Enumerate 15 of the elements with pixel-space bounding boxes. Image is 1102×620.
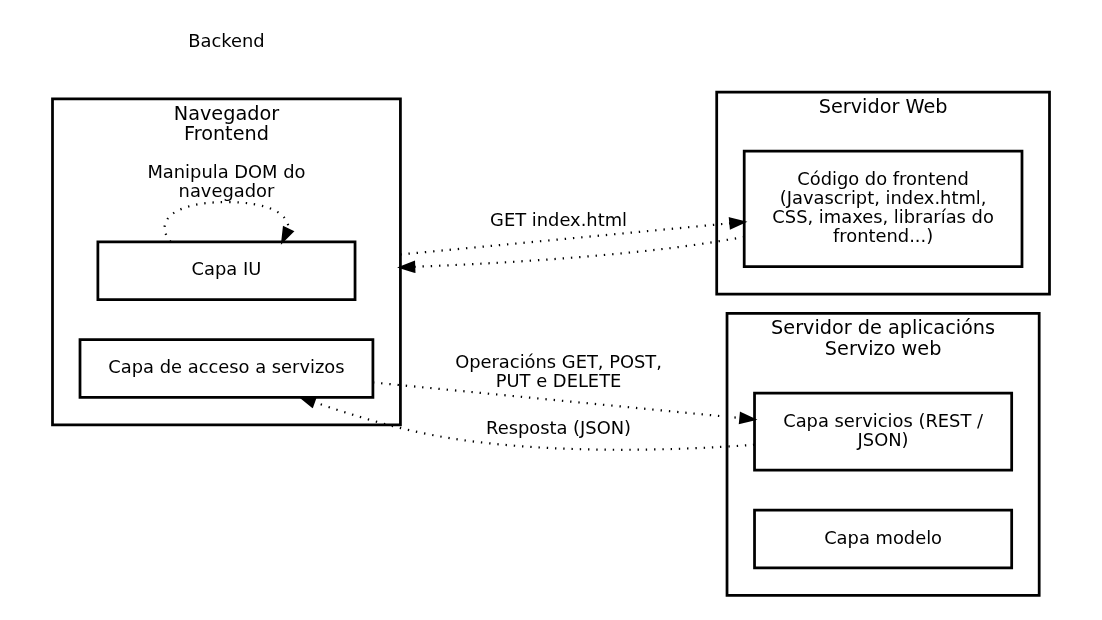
edge-label: GET index.html <box>490 208 628 230</box>
node-box: Capa IU <box>96 240 357 302</box>
arrow <box>400 217 748 256</box>
node-box: Código do frontend (Javascript, index.html, CSS, imaxes, librarías do frontend...) <box>742 149 1024 269</box>
arrow <box>297 396 755 451</box>
edge-label: Manipula DOM do navegador <box>147 160 306 202</box>
arrow <box>397 235 745 274</box>
arrow <box>163 200 295 245</box>
node-box: Capa de acceso a servizos <box>78 338 375 399</box>
node-box: Capa servicios (REST / JSON) <box>753 391 1014 472</box>
edge-label: Operacións GET, POST, PUT e DELETE <box>455 350 662 391</box>
node-box: Capa modelo <box>753 508 1014 570</box>
edge-label: Resposta (JSON) <box>486 416 632 438</box>
label: Backend <box>188 30 265 52</box>
arrow <box>372 381 758 425</box>
